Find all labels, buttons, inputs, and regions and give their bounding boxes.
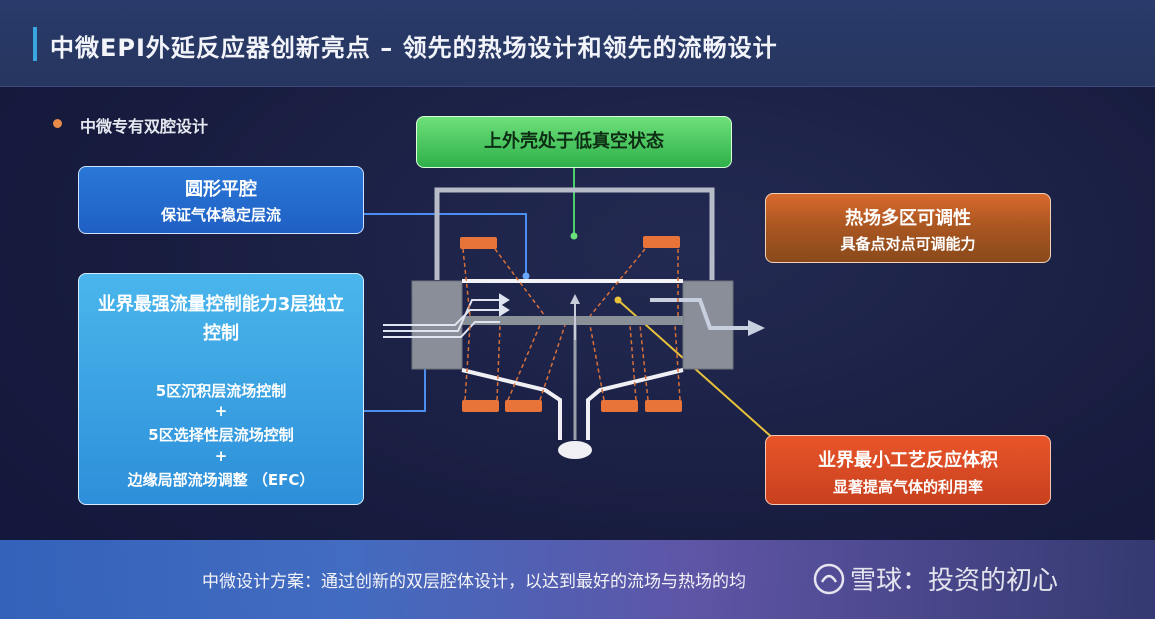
heater-bottom-4 <box>645 400 682 412</box>
flow-control-item-1: 5区沉积层流场控制 <box>155 382 287 400</box>
heat-zone-box: 热场多区可调性 具备点对点可调能力 <box>765 193 1051 263</box>
round-chamber-box: 圆形平腔 保证气体稳定层流 <box>78 166 364 234</box>
min-volume-box: 业界最小工艺反应体积 显著提高气体的利用率 <box>765 435 1051 505</box>
flow-control-item-2: 5区选择性层流场控制 <box>148 426 294 444</box>
heater-top-right <box>643 236 680 248</box>
round-chamber-title: 圆形平腔 <box>185 179 257 200</box>
heater-bottom-2 <box>505 400 542 412</box>
min-volume-title: 业界最小工艺反应体积 <box>818 450 998 471</box>
leader-line-round <box>364 213 527 276</box>
heat-zone-title: 热场多区可调性 <box>845 208 971 229</box>
bullet-dot <box>53 119 62 128</box>
heater-top-left <box>460 237 497 249</box>
flow-control-title: 业界最强流量控制能力3层独立控制 <box>97 294 345 344</box>
min-volume-desc: 显著提高气体的利用率 <box>832 478 983 496</box>
bullet-text: 中微专有双腔设计 <box>80 117 209 136</box>
exhaust-bulb <box>558 441 592 459</box>
susceptor <box>462 316 683 325</box>
snowball-logo-icon <box>813 563 845 595</box>
gas-inlet-arrows <box>383 293 510 338</box>
outer-shell <box>434 187 715 280</box>
footer-text: 中微设计方案：通过创新的双层腔体设计，以达到最好的流场与热场的均 <box>202 572 746 592</box>
flow-control-plus-1: + <box>214 402 228 420</box>
leader-dot-vacuum <box>570 232 578 240</box>
footer-banner <box>0 540 1155 619</box>
heaters <box>460 236 682 412</box>
title-accent-bar <box>33 27 37 61</box>
outlet-arrow-icon <box>748 320 765 336</box>
heater-bottom-1 <box>462 400 499 412</box>
outlet-flow <box>650 298 750 330</box>
flow-control-item-3: 边缘局部流场调整 （EFC） <box>127 471 315 489</box>
lower-chamber <box>461 368 562 440</box>
flow-control-plus-2: + <box>214 447 228 465</box>
vacuum-box: 上外壳处于低真空状态 <box>416 116 732 168</box>
flow-control-box: 业界最强流量控制能力3层独立控制 5区沉积层流场控制 + 5区选择性层流场控制 … <box>78 273 364 505</box>
leader-dot-volume <box>614 296 622 304</box>
header: 中微EPI外延反应器创新亮点 – 领先的热场设计和领先的流畅设计 <box>0 0 1155 87</box>
round-chamber-desc: 保证气体稳定层流 <box>160 206 281 224</box>
leader-dot-round <box>522 272 530 280</box>
lower-chamber-right <box>586 368 684 440</box>
up-flow-arrow-icon <box>570 294 580 304</box>
page-title: 中微EPI外延反应器创新亮点 – 领先的热场设计和领先的流畅设计 <box>50 34 778 62</box>
heat-zone-desc: 具备点对点可调能力 <box>840 235 976 253</box>
heat-rays <box>462 248 681 401</box>
heater-bottom-3 <box>601 400 638 412</box>
watermark-text: 雪球：投资的初心 <box>850 566 1059 596</box>
